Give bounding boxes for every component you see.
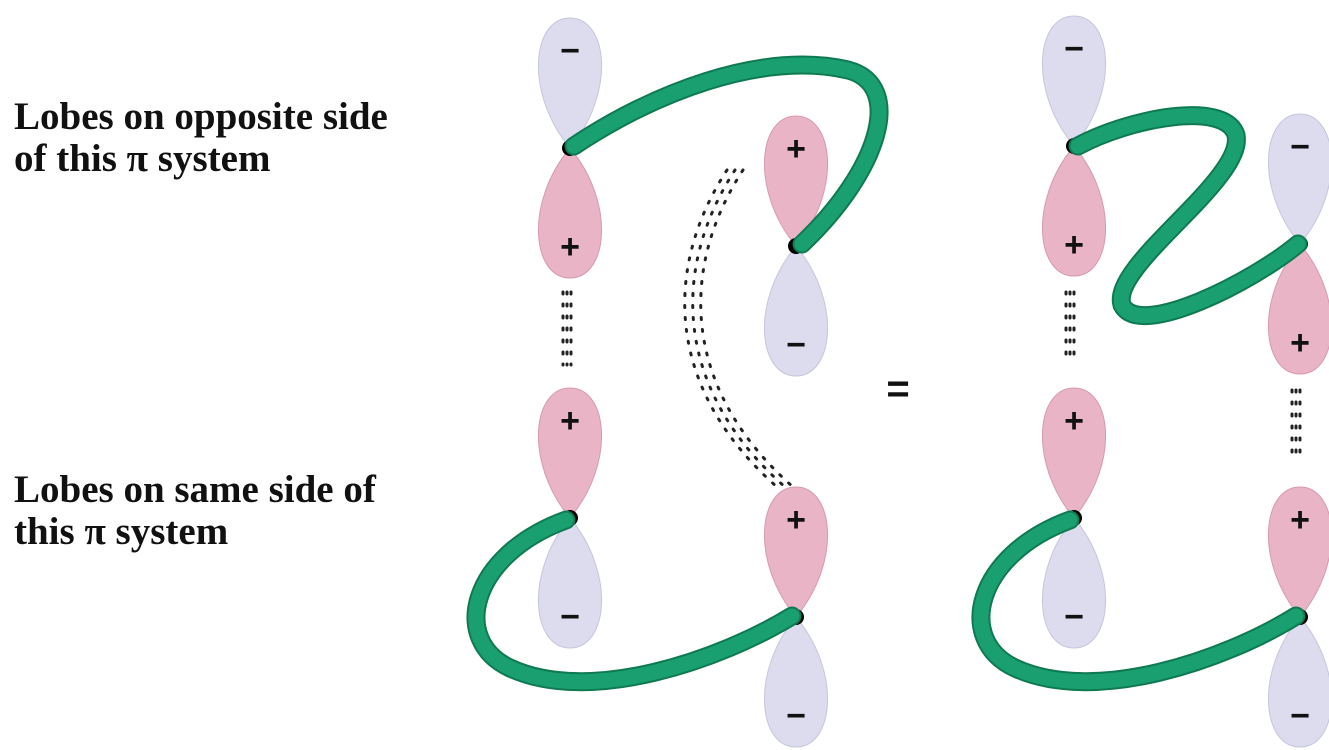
plus-sign: + — [560, 228, 580, 266]
plus-sign: + — [560, 402, 580, 440]
p-orbital-left-top: −+ — [538, 17, 602, 279]
lobe-top-plus — [538, 387, 602, 519]
p-orbital-right-top: +− — [764, 115, 828, 377]
minus-sign: − — [1064, 30, 1084, 68]
minus-sign: − — [786, 697, 806, 735]
minus-sign: − — [1290, 697, 1310, 735]
lobe-bottom-plus — [1042, 145, 1106, 277]
lobe-bottom-minus — [764, 245, 828, 377]
lobe-top-plus — [1042, 387, 1106, 519]
p-orbital-equiv-left-bottom: +− — [1042, 387, 1106, 649]
ribbon-bottom-left — [468, 512, 800, 690]
plus-sign: + — [1064, 402, 1084, 440]
lobe-top-plus — [764, 115, 828, 247]
dotted-bond-cross-0 — [683, 168, 779, 489]
lobe-bottom-minus — [764, 616, 828, 748]
plus-sign: + — [786, 501, 806, 539]
lobe-bottom-plus — [1268, 243, 1329, 375]
ribbon-bottom-equiv — [973, 512, 1304, 690]
plus-sign: + — [1290, 501, 1310, 539]
minus-sign: − — [1290, 128, 1310, 166]
lobe-top-plus — [764, 486, 828, 618]
p-orbital-equiv-right-bottom: +− — [1268, 486, 1329, 748]
plus-sign: + — [1290, 324, 1310, 362]
dotted-bond-cross-2 — [699, 168, 795, 489]
lobe-top-plus — [1268, 486, 1329, 618]
dotted-bond-cross-1 — [691, 168, 787, 489]
minus-sign: − — [786, 326, 806, 364]
lobe-top-minus — [1042, 15, 1106, 147]
minus-sign: − — [1064, 598, 1084, 636]
ribbon-top-left — [566, 57, 887, 252]
ribbon-top-equiv — [1070, 108, 1306, 323]
label-opposite-side: Lobes on opposite side of this π system — [14, 95, 388, 180]
equals-sign: = — [886, 367, 909, 411]
orbitals: −++−+−+−−++−−++− — [538, 15, 1329, 748]
lobe-top-minus — [1268, 113, 1329, 245]
label-same-side: Lobes on same side of this π system — [14, 468, 376, 553]
lobe-bottom-minus — [1268, 616, 1329, 748]
lobe-top-minus — [538, 17, 602, 149]
minus-sign: − — [560, 598, 580, 636]
ribbons-front — [466, 55, 1308, 692]
minus-sign: − — [560, 32, 580, 70]
lobe-bottom-plus — [538, 147, 602, 279]
lobe-bottom-minus — [1042, 517, 1106, 649]
lobe-bottom-minus — [538, 517, 602, 649]
plus-sign: + — [1064, 226, 1084, 264]
p-orbital-equiv-left-top: −+ — [1042, 15, 1106, 277]
plus-sign: + — [786, 130, 806, 168]
dotted-bonds — [561, 168, 1302, 489]
p-orbital-equiv-right-top: −+ — [1268, 113, 1329, 375]
